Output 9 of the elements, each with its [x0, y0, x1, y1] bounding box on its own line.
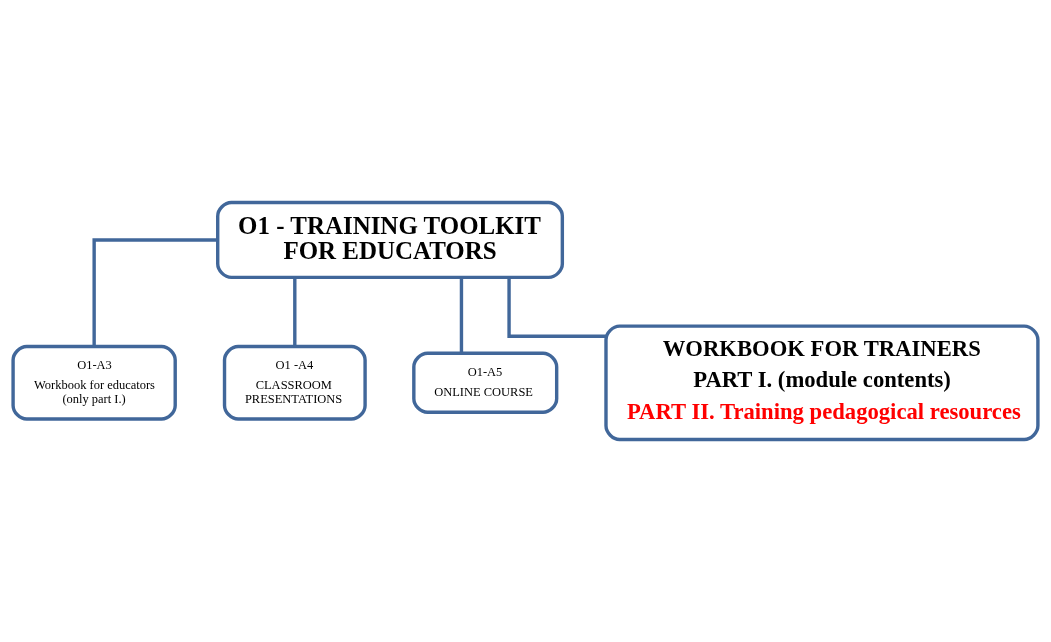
connector: [293, 277, 297, 347]
node-box: O1 -A4 CLASSROOM PRESENTATIONS: [222, 344, 367, 421]
node-box: O1 - TRAINING TOOLKIT FOR EDUCATORS: [216, 200, 565, 280]
node-box: O1-A3 Workbook for educators (only part I.): [11, 344, 177, 421]
node-box: O1-A5 ONLINE COURSE: [412, 351, 559, 414]
connector: [92, 238, 218, 347]
connector: [507, 277, 606, 338]
connector: [459, 277, 464, 354]
node-box: WORKBOOK FOR TRAINERS PART I. (module contents) PART II. Training pedagogical resources: [604, 324, 1040, 442]
